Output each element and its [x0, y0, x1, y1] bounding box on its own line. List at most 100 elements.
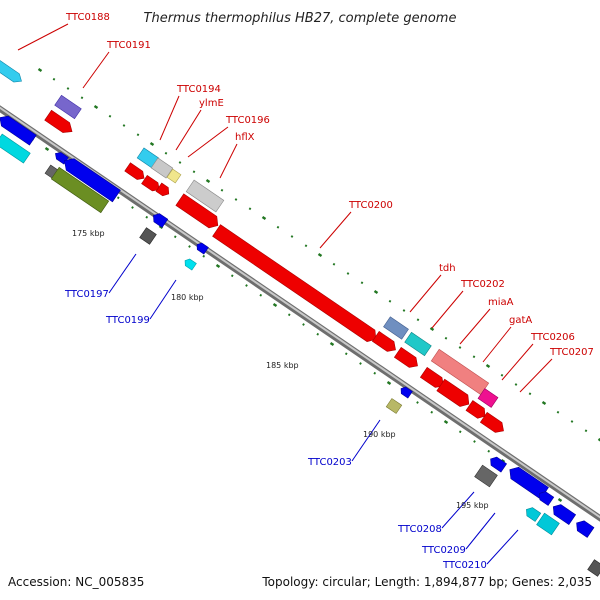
- tick-dot: [145, 215, 149, 219]
- leader-line-ttc0197: [108, 253, 137, 294]
- tick-dot: [164, 151, 168, 155]
- gene-ttc0209-cog-box: [526, 507, 542, 522]
- map-title: Thermus thermophilus HB27, complete geno…: [144, 11, 457, 26]
- gene-label-ttc0202[interactable]: TTC0202: [460, 279, 505, 290]
- tick-dot: [248, 207, 252, 211]
- tick-dot: [131, 206, 134, 209]
- tick-dot: [487, 449, 491, 453]
- tick-dot: [557, 497, 563, 503]
- leader-line-ttc0207: [519, 358, 553, 393]
- tick-dot: [500, 373, 504, 377]
- gene-label-ttc0196[interactable]: TTC0196: [225, 115, 270, 126]
- gene-label-ttc0203[interactable]: TTC0203: [307, 457, 352, 468]
- gene-reverse-feature: [552, 504, 577, 526]
- tick-dot: [373, 371, 377, 375]
- tick-dot: [287, 313, 291, 317]
- gene-label-ylme[interactable]: ylmE: [199, 98, 224, 109]
- gene-label-ttc0208[interactable]: TTC0208: [397, 524, 442, 535]
- position-tick-label: 195 kbp: [456, 501, 489, 510]
- gene-label-gata[interactable]: gatA: [509, 315, 532, 326]
- leader-line-ttc0203: [351, 419, 381, 462]
- leader-line-ttc0208: [441, 491, 475, 529]
- tick-dot: [304, 244, 308, 248]
- leader-line-gata: [482, 326, 512, 363]
- gene-ttc0191-feature: [44, 109, 73, 133]
- gene-label-ttc0207[interactable]: TTC0207: [549, 347, 594, 358]
- tick-dot: [108, 114, 112, 118]
- leader-line-ttc0196: [187, 126, 229, 158]
- tick-dot: [149, 141, 155, 147]
- tick-dot: [458, 430, 462, 434]
- gene-label-ttc0191[interactable]: TTC0191: [106, 40, 151, 51]
- gene-label-ttc0194[interactable]: TTC0194: [176, 84, 221, 95]
- tick-dot: [360, 281, 364, 285]
- tick-dot: [37, 67, 43, 73]
- tick-dot: [261, 215, 267, 221]
- backbone-ring: [0, 105, 600, 522]
- gene-label-miaa[interactable]: miaA: [488, 297, 514, 308]
- tick-dot: [597, 437, 600, 442]
- tick-dot: [272, 302, 278, 308]
- leader-line-tdh: [409, 274, 442, 313]
- gene-reverse-feature: [509, 466, 549, 500]
- leader-line-hflx: [219, 143, 238, 179]
- tick-dot: [80, 96, 84, 100]
- tick-dot: [416, 401, 419, 404]
- gene-ttc0196-feature: [155, 182, 170, 197]
- tick-dot: [202, 254, 206, 258]
- gene-features: [0, 59, 600, 577]
- tick-dot: [173, 235, 177, 239]
- tick-dot: [472, 355, 476, 359]
- tick-dot: [528, 392, 532, 396]
- gene-ttc0210-cog-box: [536, 512, 560, 536]
- tick-dot: [188, 245, 191, 248]
- tick-dot: [443, 419, 449, 425]
- gene-ttc0208-cog-box: [474, 464, 498, 488]
- tick-dot: [473, 440, 476, 443]
- gene-reverse-feature: [539, 491, 555, 506]
- gene-label-ttc0206[interactable]: TTC0206: [530, 332, 575, 343]
- position-tick-label: 190 kbp: [363, 430, 396, 439]
- position-tick-label: 180 kbp: [171, 293, 204, 302]
- genome-summary-label: Topology: circular; Length: 1,894,877 bp…: [261, 575, 592, 589]
- tick-dot: [570, 420, 574, 423]
- leader-line-ttc0191: [82, 51, 110, 89]
- gene-ttc0199-feature: [196, 242, 209, 255]
- tick-dot: [44, 146, 50, 152]
- tick-dot: [136, 133, 140, 137]
- tick-dot: [259, 293, 263, 297]
- gene-label-ttc0188[interactable]: TTC0188: [65, 12, 110, 23]
- gene-ttc0202-cog-box: [404, 331, 432, 357]
- gene-reverse-cog-box: [0, 133, 31, 164]
- gene-label-ttc0210[interactable]: TTC0210: [442, 560, 487, 571]
- gene-ttc0199-cog-box: [184, 258, 197, 271]
- gene-label-ttc0209[interactable]: TTC0209: [421, 545, 466, 556]
- gene-label-ttc0197[interactable]: TTC0197: [64, 289, 109, 300]
- tick-dot: [541, 400, 547, 406]
- gene-ttc0206-feature: [465, 400, 486, 419]
- gene-reverse-feature: [576, 520, 595, 538]
- gene-ttc0196-cog-box: [166, 168, 182, 184]
- tick-dot: [116, 196, 120, 200]
- tick-dot: [178, 161, 182, 164]
- tick-dot: [220, 188, 224, 192]
- leader-line-ttc0206: [501, 343, 534, 381]
- gene-label-ttc0200[interactable]: TTC0200: [348, 200, 393, 211]
- leader-line-ttc0199: [149, 279, 177, 320]
- leader-line-ttc0210: [486, 529, 519, 565]
- tick-dot: [514, 383, 518, 386]
- gene-ttc0200-feature: [212, 224, 377, 342]
- tick-dot: [386, 380, 392, 386]
- gene-ttc0197-cog-box: [139, 227, 157, 245]
- gene-reverse-cog-box: [587, 559, 600, 577]
- gene-reverse-feature: [64, 158, 121, 203]
- gene-label-tdh[interactable]: tdh: [439, 263, 456, 274]
- gene-label-ttc0199[interactable]: TTC0199: [105, 315, 150, 326]
- tick-dot: [316, 332, 320, 336]
- tick-dot: [344, 352, 348, 356]
- tick-dot: [230, 274, 234, 278]
- gene-label-hflx[interactable]: hflX: [235, 132, 255, 143]
- gene-hflx-cog-box: [185, 179, 225, 213]
